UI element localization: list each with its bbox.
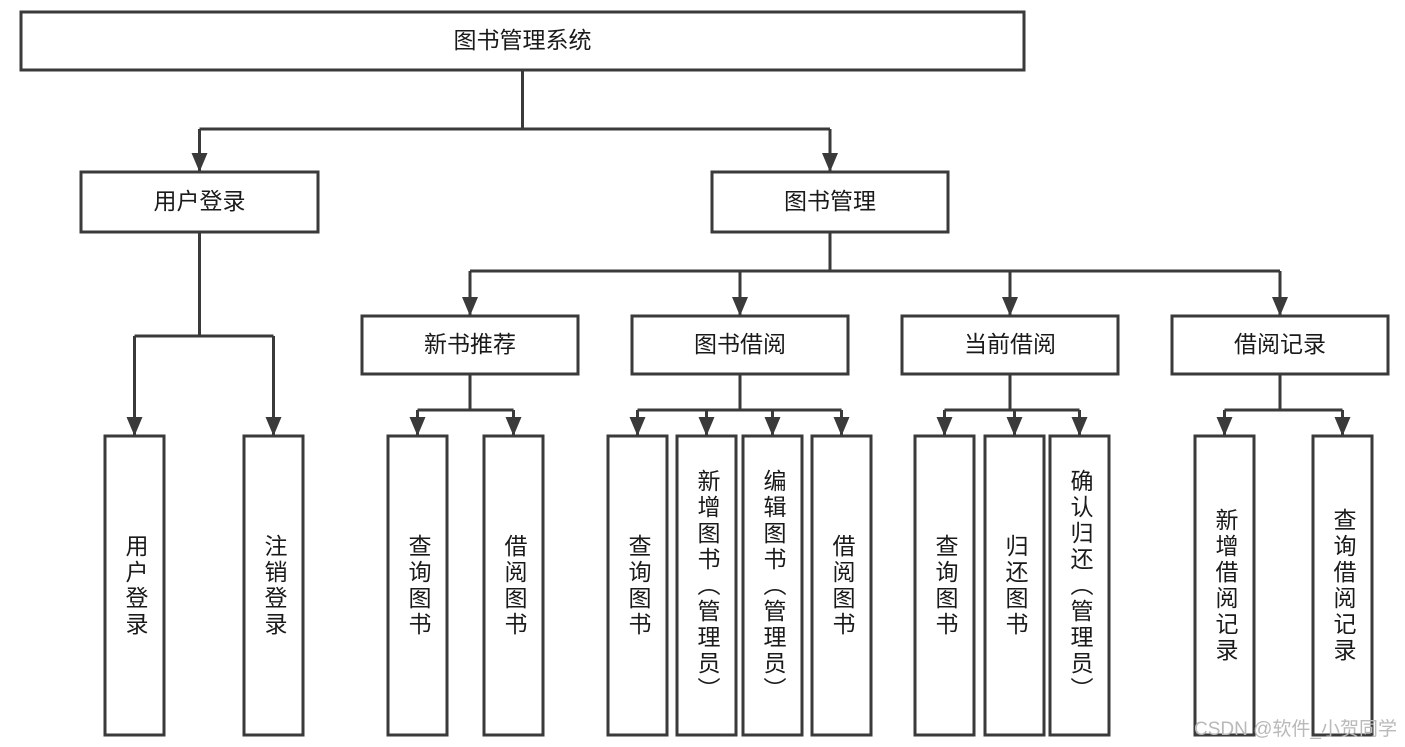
- edge-group-root: [191, 70, 838, 172]
- arrow-head-icon: [629, 417, 646, 436]
- node-leaf-query-book-2[interactable]: [606, 434, 669, 737]
- node-label-book-manage: 图书管理: [784, 188, 876, 214]
- node-box-leaf-user-login[interactable]: [103, 434, 166, 737]
- node-box-leaf-add-book[interactable]: [675, 434, 738, 737]
- node-box-leaf-query-book-2[interactable]: [606, 434, 669, 737]
- node-label-book-borrow: 图书借阅: [694, 331, 786, 357]
- node-box-leaf-return-book[interactable]: [983, 434, 1046, 737]
- arrow-head-icon: [265, 417, 282, 436]
- node-leaf-query-book-3[interactable]: [913, 434, 976, 737]
- node-box-leaf-borrow-book-2[interactable]: [810, 434, 873, 737]
- arrow-head-icon: [191, 153, 208, 172]
- node-root[interactable]: 图书管理系统: [19, 10, 1026, 72]
- node-box-leaf-confirm-return[interactable]: [1048, 434, 1111, 737]
- node-leaf-borrow-book-1[interactable]: [482, 434, 545, 737]
- edge-group-new-book-recommend: [409, 374, 522, 436]
- edge-layer: [126, 70, 1351, 436]
- arrow-head-icon: [1334, 417, 1351, 436]
- edge-group-borrow-record: [1216, 374, 1351, 436]
- arrow-head-icon: [698, 417, 715, 436]
- node-box-leaf-query-record[interactable]: [1311, 434, 1374, 737]
- arrow-head-icon: [1272, 297, 1288, 316]
- node-label-current-borrow: 当前借阅: [964, 331, 1056, 357]
- node-borrow-record[interactable]: 借阅记录: [1170, 314, 1390, 376]
- node-leaf-confirm-return[interactable]: [1048, 434, 1111, 737]
- edge-group-book-borrow: [629, 374, 850, 436]
- arrow-head-icon: [764, 417, 781, 436]
- edge-group-book-manage: [462, 232, 1288, 316]
- node-leaf-edit-book[interactable]: [741, 434, 804, 737]
- arrow-head-icon: [1002, 297, 1018, 316]
- arrow-head-icon: [1071, 417, 1088, 436]
- node-book-borrow[interactable]: 图书借阅: [630, 314, 850, 376]
- node-label-new-book-recommend: 新书推荐: [424, 331, 516, 357]
- node-leaf-user-logout[interactable]: [242, 434, 305, 737]
- node-box-leaf-user-logout[interactable]: [242, 434, 305, 737]
- arrow-head-icon: [409, 417, 426, 436]
- edge-group-current-borrow: [936, 374, 1088, 436]
- arrow-head-icon: [126, 417, 143, 436]
- node-box-current-borrow[interactable]: [900, 314, 1120, 376]
- node-box-book-borrow[interactable]: [630, 314, 850, 376]
- arrow-head-icon: [505, 417, 522, 436]
- arrow-head-icon: [822, 153, 838, 172]
- arrow-head-icon: [936, 417, 953, 436]
- node-box-book-manage[interactable]: [710, 170, 950, 234]
- node-label-root: 图书管理系统: [454, 27, 592, 53]
- node-box-leaf-query-book-1[interactable]: [386, 434, 449, 737]
- node-box-leaf-borrow-book-1[interactable]: [482, 434, 545, 737]
- node-box-leaf-query-book-3[interactable]: [913, 434, 976, 737]
- node-user-login[interactable]: 用户登录: [79, 170, 320, 234]
- node-leaf-add-book[interactable]: [675, 434, 738, 737]
- arrow-head-icon: [1216, 417, 1233, 436]
- node-leaf-query-book-1[interactable]: [386, 434, 449, 737]
- node-leaf-user-login[interactable]: [103, 434, 166, 737]
- node-box-new-book-recommend[interactable]: [360, 314, 580, 376]
- node-leaf-return-book[interactable]: [983, 434, 1046, 737]
- node-label-borrow-record: 借阅记录: [1234, 331, 1326, 357]
- arrow-head-icon: [833, 417, 850, 436]
- node-label-user-login: 用户登录: [154, 188, 246, 214]
- node-box-root[interactable]: [19, 10, 1026, 72]
- node-book-manage[interactable]: 图书管理: [710, 170, 950, 234]
- node-box-borrow-record[interactable]: [1170, 314, 1390, 376]
- node-current-borrow[interactable]: 当前借阅: [900, 314, 1120, 376]
- watermark: CSDN @软件_小贺同学: [1194, 719, 1397, 740]
- edge-group-user-login: [126, 232, 282, 436]
- arrow-head-icon: [462, 297, 478, 316]
- node-box-leaf-edit-book[interactable]: [741, 434, 804, 737]
- node-leaf-add-record[interactable]: [1193, 434, 1256, 737]
- arrow-head-icon: [1006, 417, 1023, 436]
- arrow-head-icon: [732, 297, 748, 316]
- node-box-leaf-add-record[interactable]: [1193, 434, 1256, 737]
- node-new-book-recommend[interactable]: 新书推荐: [360, 314, 580, 376]
- node-leaf-query-record[interactable]: [1311, 434, 1374, 737]
- node-box-user-login[interactable]: [79, 170, 320, 234]
- node-leaf-borrow-book-2[interactable]: [810, 434, 873, 737]
